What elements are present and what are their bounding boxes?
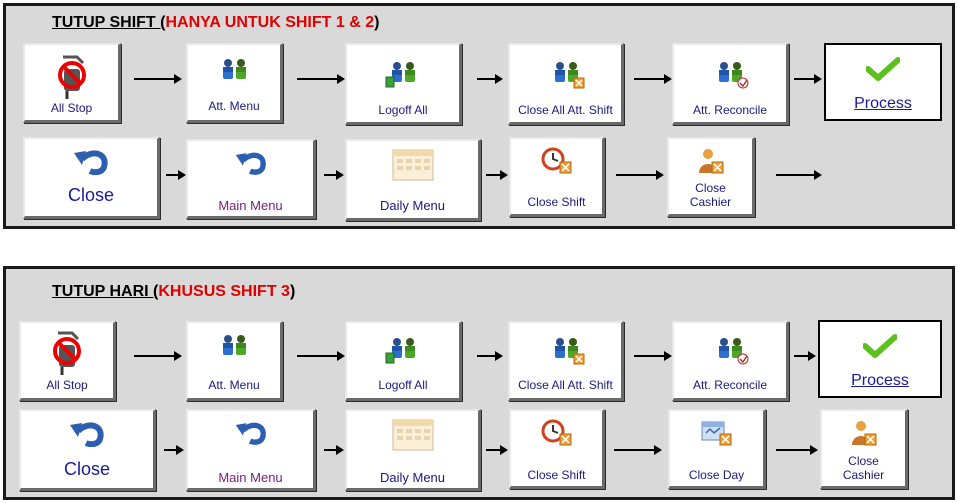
main-menu-label: Main Menu — [218, 198, 283, 213]
close-cashier-label-line2: Cashier — [842, 468, 885, 482]
close-button[interactable]: Close — [19, 409, 156, 491]
close-all-att-shift-icon — [554, 338, 584, 365]
users-icon — [223, 335, 246, 355]
flow-arrow — [477, 74, 503, 84]
close-shift-button[interactable]: Close Shift — [509, 409, 605, 489]
users-icon — [223, 59, 246, 79]
close-label: Close — [67, 185, 115, 205]
flow-arrow — [164, 445, 184, 455]
all-stop-label: All Stop — [46, 378, 88, 392]
reconcile-icon — [719, 62, 749, 89]
flow-arrow — [616, 170, 664, 180]
close-day-label: Close Day — [688, 468, 745, 482]
flow-arrow — [477, 351, 503, 361]
main-menu-button[interactable]: Main Menu — [186, 409, 316, 491]
all-stop-label: All Stop — [50, 101, 93, 115]
process-label: Process — [851, 372, 909, 389]
flow-arrow — [776, 445, 818, 455]
close-all-att-shift-button[interactable]: Close All Att. Shift — [508, 321, 624, 401]
close-all-att-shift-label: Close All Att. Shift — [518, 103, 613, 117]
process-button[interactable]: Process — [824, 43, 942, 121]
tutup-hari-title: TUTUP HARI (KHUSUS SHIFT 3) — [52, 283, 296, 300]
close-cashier-label-line2: Cashier — [689, 195, 732, 209]
flow-arrow — [634, 351, 672, 361]
logoff-all-label: Logoff All — [378, 103, 428, 117]
undo-arrow-icon — [235, 152, 266, 175]
att-reconcile-label: Att. Reconcile — [692, 378, 768, 392]
att-menu-button[interactable]: Att. Menu — [186, 321, 283, 401]
flow-arrow — [324, 445, 344, 455]
clock-close-icon — [541, 147, 571, 174]
clock-close-icon — [541, 419, 571, 446]
flow-arrow — [324, 170, 344, 180]
undo-arrow-icon — [235, 422, 266, 445]
att-menu-label: Att. Menu — [208, 99, 260, 113]
close-all-att-shift-label: Close All Att. Shift — [518, 378, 613, 392]
daily-menu-button[interactable]: Daily Menu — [345, 409, 481, 491]
close-day-icon — [701, 421, 731, 446]
cashier-icon — [698, 149, 723, 174]
flow-arrow — [134, 351, 182, 361]
daily-menu-label: Daily Menu — [379, 470, 446, 485]
att-menu-button[interactable]: Att. Menu — [186, 43, 283, 123]
checkmark-icon — [863, 334, 897, 358]
daily-menu-button[interactable]: Daily Menu — [345, 139, 481, 221]
flow-arrow — [297, 351, 345, 361]
logoff-all-button[interactable]: Logoff All — [345, 321, 462, 401]
flow-arrow — [486, 170, 508, 180]
daily-menu-label: Daily Menu — [379, 198, 446, 213]
close-cashier-label-line1: Close — [695, 181, 726, 195]
close-button[interactable]: Close — [23, 137, 160, 219]
close-shift-button[interactable]: Close Shift — [509, 137, 605, 217]
close-cashier-button[interactable]: Close Cashier — [667, 137, 755, 217]
process-label: Process — [854, 95, 912, 112]
calendar-icon — [392, 419, 433, 451]
cashier-icon — [851, 421, 876, 446]
logoff-all-button[interactable]: Logoff All — [345, 43, 462, 125]
main-menu-button[interactable]: Main Menu — [186, 139, 316, 219]
undo-arrow-icon — [70, 422, 104, 447]
all-stop-icon — [53, 331, 81, 375]
flow-arrow — [134, 74, 182, 84]
close-all-att-shift-icon — [554, 62, 584, 89]
logoff-all-icon — [385, 338, 415, 364]
logoff-all-label: Logoff All — [378, 378, 428, 392]
flow-arrow — [166, 170, 186, 180]
flow-arrow — [614, 445, 662, 455]
reconcile-icon — [719, 338, 749, 365]
main-menu-label: Main Menu — [218, 470, 283, 485]
close-cashier-label-line1: Close — [848, 454, 879, 468]
all-stop-button[interactable]: All Stop — [23, 43, 121, 123]
checkmark-icon — [866, 57, 900, 81]
close-shift-label: Close Shift — [527, 468, 586, 482]
close-cashier-button[interactable]: Close Cashier — [820, 409, 908, 489]
all-stop-button[interactable]: All Stop — [19, 321, 116, 401]
process-button[interactable]: Process — [818, 320, 942, 398]
att-reconcile-label: Att. Reconcile — [692, 103, 768, 117]
att-reconcile-button[interactable]: Att. Reconcile — [672, 43, 789, 125]
flow-arrow — [486, 445, 508, 455]
flow-arrow — [794, 74, 822, 84]
all-stop-icon — [57, 55, 86, 99]
close-all-att-shift-button[interactable]: Close All Att. Shift — [508, 43, 624, 125]
flow-arrow — [776, 170, 822, 180]
att-reconcile-button[interactable]: Att. Reconcile — [672, 321, 789, 401]
tutup-hari-panel: TUTUP HARI (KHUSUS SHIFT 3) All Stop Att… — [3, 266, 955, 500]
calendar-icon — [392, 149, 433, 181]
flow-arrow — [297, 74, 345, 84]
tutup-shift-title: TUTUP SHIFT (HANYA UNTUK SHIFT 1 & 2) — [52, 14, 380, 31]
logoff-all-icon — [385, 62, 415, 88]
flow-arrow — [794, 351, 816, 361]
close-shift-label: Close Shift — [527, 195, 586, 209]
close-day-button[interactable]: Close Day — [668, 409, 766, 489]
att-menu-label: Att. Menu — [208, 378, 260, 392]
undo-arrow-icon — [74, 150, 108, 175]
tutup-shift-panel: TUTUP SHIFT (HANYA UNTUK SHIFT 1 & 2) Al… — [3, 3, 955, 229]
flow-arrow — [634, 74, 672, 84]
close-label: Close — [63, 459, 111, 479]
